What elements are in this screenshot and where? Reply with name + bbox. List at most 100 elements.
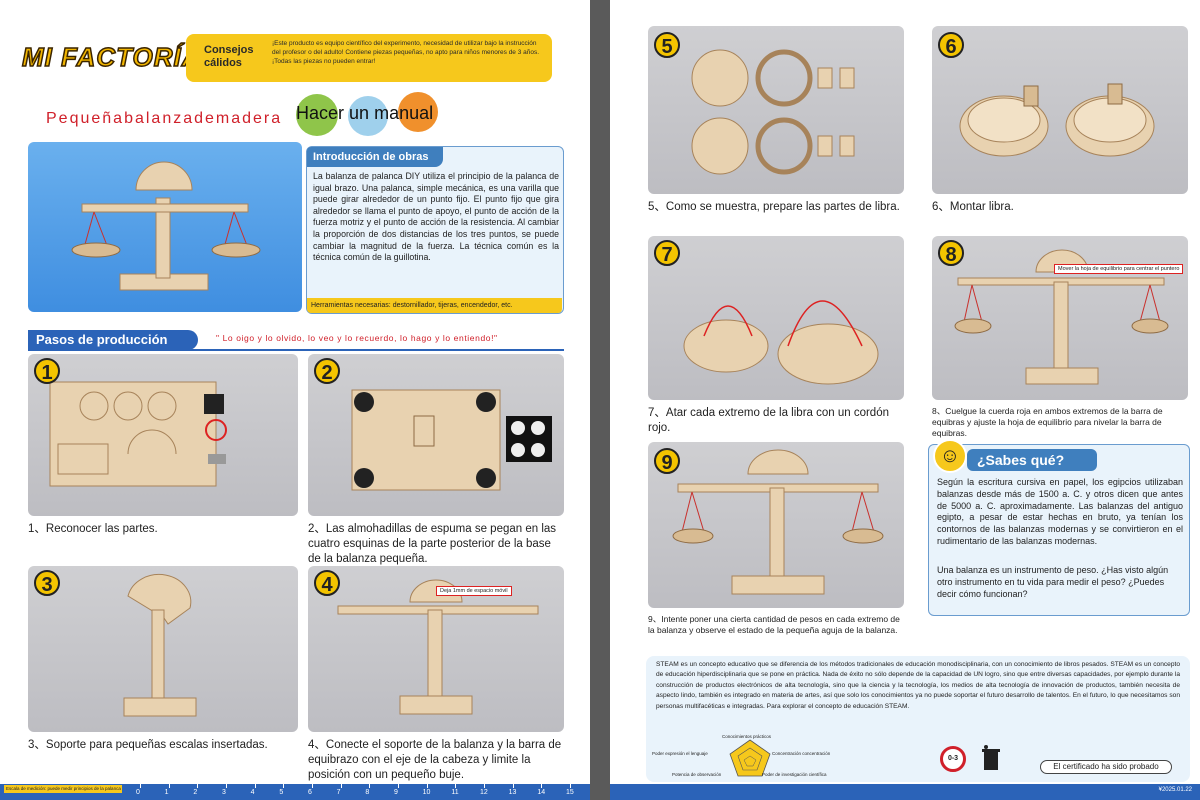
stand-illustration <box>123 574 197 717</box>
step-8-photo: Mover la hoja de equilibrio para centrar… <box>932 236 1188 400</box>
step-5-photo <box>648 26 904 194</box>
manual-circle-orange <box>398 92 438 132</box>
weighing-illustration <box>672 449 884 595</box>
ruler-tick <box>140 784 141 788</box>
radar-label-bottom-left: Potencia de observación <box>672 772 722 777</box>
step-4-photo: Deja 1mm de espacio móvil <box>308 566 564 732</box>
ruler-tick <box>426 784 428 788</box>
ruler-tick <box>312 784 313 788</box>
manual-word-2: un <box>349 103 370 123</box>
product-title: Pequeñabalanzademadera <box>46 110 283 127</box>
ruler-number: 3 <box>222 789 226 796</box>
ruler-number: 2 <box>193 789 198 796</box>
ruler-number: 0 <box>136 789 140 796</box>
manual-word-1: Hacer <box>296 103 345 123</box>
step-6-badge: 6 <box>938 32 964 58</box>
step-3-caption: 3、Soporte para pequeñas escalas insertad… <box>28 739 268 751</box>
ruler-tick <box>455 784 457 788</box>
certificado-badge: El certificado ha sido probado <box>1040 760 1172 774</box>
ruler-number: 4 <box>250 789 255 796</box>
sabes-text: Según la escritura cursiva en papel, los… <box>937 477 1183 546</box>
ruler-number: 8 <box>365 789 370 796</box>
radar-label-right: Concentración concentración <box>772 751 831 756</box>
brand-logo: MI FACTORÍA <box>21 41 202 73</box>
step-8-note: Mover la hoja de equilibrio para centrar… <box>1054 264 1184 274</box>
assembled-pans-illustration <box>959 83 1155 157</box>
ruler-number: 10 <box>422 789 431 796</box>
step-9-caption: 9、Intente poner una cierta cantidad de p… <box>648 614 900 635</box>
ruler-number: 12 <box>480 789 488 796</box>
manual-word-3: manual <box>374 103 434 123</box>
mascot-icon: ☺ <box>933 439 967 473</box>
radar-label-left: Poder expresión el lenguaje <box>652 751 708 756</box>
ruler-tick <box>226 784 227 788</box>
left-page: MI FACTORÍA Consejos cálidos ¡Este produ… <box>0 0 590 800</box>
ruler-tick <box>168 784 170 788</box>
ruler-tick <box>512 784 514 788</box>
step-4-badge: 4 <box>314 570 340 596</box>
consejos-box: Consejos cálidos ¡Este producto es equip… <box>186 34 552 82</box>
ruler-tick <box>197 784 199 788</box>
step-8-caption: 8、Cuelgue la cuerda roja en ambos extrem… <box>932 406 1163 438</box>
sabes-text-2: Una balanza es un instrumento de peso. ¿… <box>937 565 1169 599</box>
hanging-pans-illustration <box>954 249 1169 385</box>
manual-circle-blue <box>348 96 388 136</box>
ruler-tick <box>254 784 256 788</box>
ruler-number: 6 <box>308 789 312 796</box>
ruler-number: 5 <box>279 789 284 796</box>
ruler-number: 7 <box>336 789 341 796</box>
right-footer-bar: ¥2025.01.22 <box>610 784 1200 800</box>
ruler-tick <box>340 784 342 788</box>
ruler-tick <box>570 784 571 788</box>
step-2-caption: 2、Las almohadillas de espuma se pegan en… <box>308 523 557 565</box>
step-3-photo <box>28 566 298 732</box>
step-5-caption: 5、Como se muestra, prepare las partes de… <box>648 201 900 213</box>
red-cord-illustration <box>683 300 879 385</box>
ruler-tick <box>369 784 371 788</box>
pasos-underline <box>28 349 564 351</box>
ruler-tick <box>484 784 485 788</box>
foam-pads-illustration <box>351 389 552 491</box>
sabes-title: ¿Sabes qué? <box>967 449 1097 471</box>
step-1-badge: 1 <box>34 358 60 384</box>
step-2-photo <box>308 354 564 516</box>
step-8-badge: 8 <box>938 240 964 266</box>
tools-bar: Herramientas necesarias: destornillador,… <box>307 298 562 313</box>
pasos-header: Pasos de producción <box>28 330 198 350</box>
radar-label-bottom-right: Poder de investigación científica <box>762 772 827 777</box>
ruler-tick <box>398 784 399 788</box>
intro-text: La balanza de palanca DIY utiliza el pri… <box>313 171 559 263</box>
step-9-badge: 9 <box>654 448 680 474</box>
footer-code: ¥2025.01.22 <box>1158 787 1192 793</box>
step-1-caption: 1、Reconocer las partes. <box>28 523 158 535</box>
parts-sheet-illustration <box>49 381 227 487</box>
right-page: 5 5、Como se muestra, prepare las partes … <box>610 0 1200 800</box>
pan-parts-illustration <box>691 49 855 175</box>
ruler-number: 15 <box>566 789 574 796</box>
step-4-note: Deja 1mm de espacio móvil <box>436 586 512 596</box>
intro-box: Introducción de obras La balanza de pala… <box>306 146 564 314</box>
manual-circle-green <box>296 94 338 136</box>
ruler-bar: Escala de medición: puede medir principi… <box>0 784 590 800</box>
ruler-number: 1 <box>164 789 169 796</box>
ruler-number: 14 <box>537 789 546 796</box>
balance-illustration <box>71 161 261 291</box>
slogan: " Lo oigo y lo olvido, lo veo y lo recue… <box>216 333 498 343</box>
step-2-badge: 2 <box>314 358 340 384</box>
radar-label-top: Conocimientos prácticos <box>722 734 772 739</box>
step-7-badge: 7 <box>654 240 680 266</box>
trash-disposal-icon <box>980 744 1002 772</box>
sabes-box: ¿Sabes qué? ☺ Según la escritura cursiva… <box>928 439 1190 616</box>
step-5-badge: 5 <box>654 32 680 58</box>
product-photo <box>28 142 302 312</box>
step-6-photo <box>932 26 1188 194</box>
step-7-photo <box>648 236 904 400</box>
steam-text: STEAM es un concepto educativo que se di… <box>656 661 1180 710</box>
age-warning-icon: 0-3 <box>940 746 966 772</box>
ruler-number: 13 <box>508 789 517 796</box>
ruler-tick <box>283 784 285 788</box>
skill-radar: Conocimientos prácticos Concentración co… <box>650 734 850 780</box>
step-3-badge: 3 <box>34 570 60 596</box>
ruler-note: Escala de medición: puede medir principi… <box>4 785 122 793</box>
